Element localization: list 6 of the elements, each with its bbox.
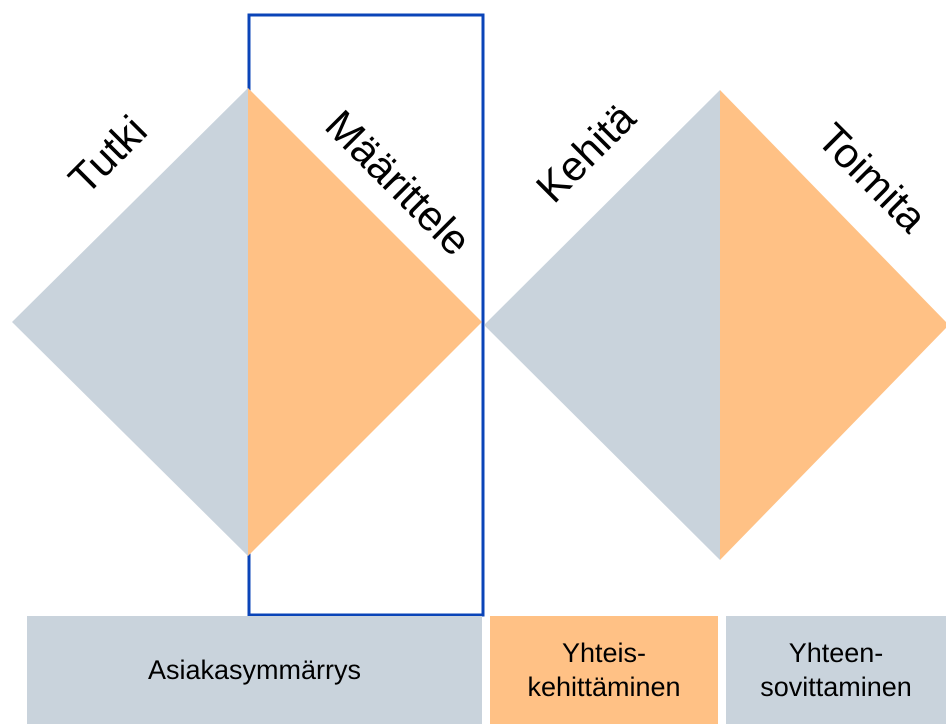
- phase-bar: [726, 616, 946, 724]
- phase-bar: [490, 616, 718, 724]
- bar-label: Yhteen- sovittaminen: [759, 637, 913, 704]
- bar-label: Asiakasymmärrys: [148, 654, 362, 687]
- phase-bar: [27, 616, 482, 724]
- bar-label: Yhteis- kehittäminen: [526, 637, 682, 704]
